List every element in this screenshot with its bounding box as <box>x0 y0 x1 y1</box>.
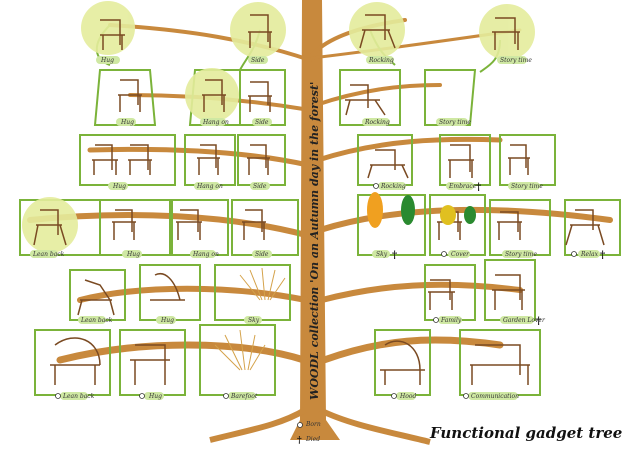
main-branches <box>27 18 613 364</box>
diagram-title: Functional gadget tree <box>430 424 623 442</box>
dagger-icon: † <box>536 316 541 327</box>
green-branches <box>19 24 621 396</box>
label-r4-2: Hang on <box>192 251 219 258</box>
label-r5-4: Garden Lover <box>503 317 546 324</box>
label-r5-3: Family <box>440 317 462 324</box>
labels: Hug Side Rocking Story time Hug Hang on … <box>32 57 599 400</box>
chair-thumbnails <box>33 14 605 385</box>
label-pills <box>30 56 600 400</box>
label-r5-1: Hug <box>160 317 174 324</box>
label-r4-6: Story time <box>505 251 537 258</box>
sky-fan-sketch <box>214 267 286 371</box>
label-r2-0: Hug <box>120 119 134 126</box>
label-r4-1: Hug <box>126 251 140 258</box>
label-r1-0: Hug <box>100 57 114 64</box>
label-r2-2: Side <box>255 119 269 126</box>
legend-born: Born <box>306 421 321 428</box>
label-r6-3: Hood <box>399 393 416 400</box>
label-r1-2: Rocking <box>368 57 394 64</box>
label-r4-5: Cover <box>451 251 470 258</box>
dagger-icon: † <box>392 250 397 261</box>
label-r3-2: Side <box>253 183 267 190</box>
label-r4-4: Sky <box>376 251 388 258</box>
label-r6-2: Barefoot <box>230 393 258 400</box>
label-r5-0: Lean back <box>80 317 113 324</box>
trunk-caption: WOODL collection 'On an Autumn day in th… <box>308 82 321 400</box>
dagger-icon: † <box>600 250 605 261</box>
died-marker-icon: † <box>297 436 302 446</box>
label-r3-1: Hang on <box>196 183 223 190</box>
label-r3-5: Story time <box>511 183 543 190</box>
label-r6-1: Hug <box>148 393 162 400</box>
born-marker-icon <box>297 422 303 428</box>
label-r5-2: Sky <box>248 317 260 324</box>
label-r2-4: Story time <box>439 119 471 126</box>
status-markers: † † † † <box>55 182 605 399</box>
label-r4-7: Relax <box>580 251 599 258</box>
label-r3-4: Embrace <box>448 183 477 190</box>
sky-leaf-shapes <box>367 192 476 228</box>
label-r6-4: Communication <box>471 393 519 400</box>
label-r6-0: Lean back <box>62 393 95 400</box>
label-r3-3: Rocking <box>380 183 406 190</box>
label-r2-1: Hang on <box>202 119 229 126</box>
legend-died: Died <box>306 436 321 443</box>
label-r4-3: Side <box>255 251 269 258</box>
label-r2-3: Rocking <box>364 119 390 126</box>
label-r1-1: Side <box>251 57 265 64</box>
tree-roots <box>209 407 431 445</box>
label-r4-0: Lean back <box>32 251 65 258</box>
label-r1-3: Story time <box>500 57 532 64</box>
dagger-icon: † <box>476 182 481 193</box>
label-r3-0: Hug <box>112 183 126 190</box>
